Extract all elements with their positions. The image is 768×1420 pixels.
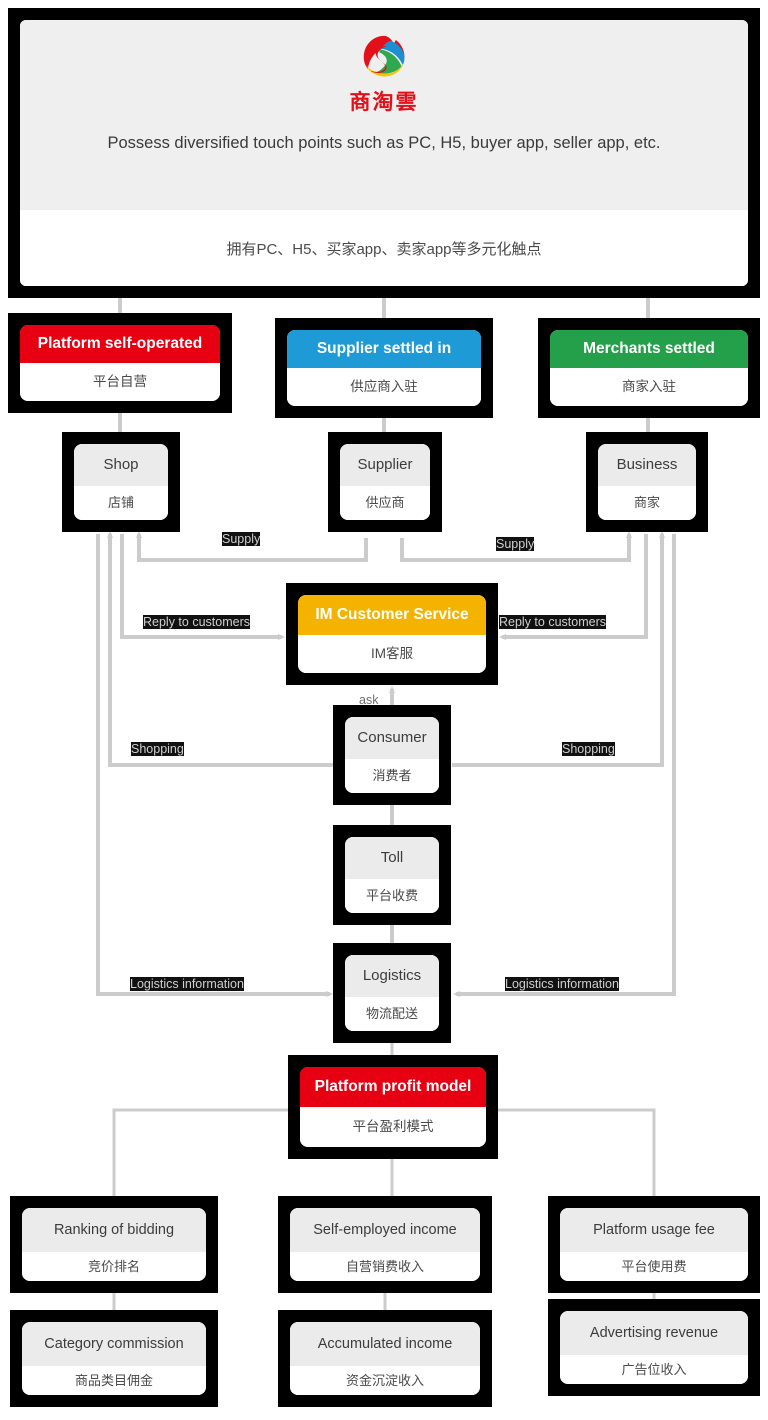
edge-label-shopping-right: Shopping (562, 742, 615, 756)
platform-banner: 商淘雲 Possess diversified touch points suc… (8, 8, 760, 298)
edge-label-supply-right: Supply (496, 537, 535, 551)
node-advertising-revenue[interactable]: Advertising revenue 广告位收入 (548, 1299, 760, 1396)
node-category-commission[interactable]: Category commission 商品类目佣金 (10, 1310, 218, 1407)
node-subtitle: 供应商 (340, 486, 430, 520)
node-subtitle: 商家入驻 (550, 368, 748, 406)
card: Platform self-operated 平台自营 (20, 325, 220, 401)
edge-label-reply-right: Reply to customers (499, 615, 606, 629)
node-title: Accumulated income (290, 1322, 480, 1366)
node-platform-self-operated[interactable]: Platform self-operated 平台自营 (8, 313, 232, 413)
card: Logistics 物流配送 (345, 955, 439, 1031)
node-title: IM Customer Service (298, 595, 486, 635)
node-im-customer-service[interactable]: IM Customer Service IM客服 (286, 583, 498, 685)
node-subtitle: 店铺 (74, 486, 168, 520)
node-title: Platform profit model (300, 1067, 486, 1107)
card: Toll 平台收费 (345, 837, 439, 913)
node-title: Advertising revenue (560, 1311, 748, 1355)
node-title: Platform usage fee (560, 1208, 748, 1252)
node-business[interactable]: Business 商家 (586, 432, 708, 532)
node-platform-usage-fee[interactable]: Platform usage fee 平台使用费 (548, 1196, 760, 1293)
card: Consumer 消费者 (345, 717, 439, 793)
brand-name: 商淘雲 (349, 90, 419, 114)
edge-label-supply-left: Supply (222, 532, 261, 546)
node-merchants-settled[interactable]: Merchants settled 商家入驻 (538, 318, 760, 418)
node-supplier[interactable]: Supplier 供应商 (328, 432, 442, 532)
node-platform-profit-model[interactable]: Platform profit model 平台盈利模式 (288, 1055, 498, 1159)
banner-upper: 商淘雲 Possess diversified touch points suc… (20, 20, 748, 210)
banner-card: 商淘雲 Possess diversified touch points suc… (20, 20, 748, 286)
card: Supplier settled in 供应商入驻 (287, 330, 481, 406)
node-subtitle: 供应商入驻 (287, 368, 481, 406)
node-subtitle: 平台盈利模式 (300, 1107, 486, 1147)
node-toll[interactable]: Toll 平台收费 (333, 825, 451, 925)
edge-label-logistics-left: Logistics information (130, 977, 244, 991)
node-subtitle: 自营销费收入 (290, 1252, 480, 1281)
shangtaoyun-logo-icon (363, 35, 405, 77)
banner-english-text: Possess diversified touch points such as… (107, 134, 661, 152)
node-supplier-settled-in[interactable]: Supplier settled in 供应商入驻 (275, 318, 493, 418)
node-subtitle: 消费者 (345, 759, 439, 793)
node-ranking-of-bidding[interactable]: Ranking of bidding 竞价排名 (10, 1196, 218, 1293)
card: Business 商家 (598, 444, 696, 520)
node-title: Ranking of bidding (22, 1208, 206, 1252)
node-title: Category commission (22, 1322, 206, 1366)
node-subtitle: 广告位收入 (560, 1355, 748, 1384)
node-title: Business (598, 444, 696, 486)
card: IM Customer Service IM客服 (298, 595, 486, 673)
banner-lower: 拥有PC、H5、买家app、卖家app等多元化触点 (20, 210, 748, 286)
node-title: Supplier settled in (287, 330, 481, 368)
node-self-employed-income[interactable]: Self-employed income 自营销费收入 (278, 1196, 492, 1293)
node-subtitle: IM客服 (298, 635, 486, 673)
node-subtitle: 物流配送 (345, 997, 439, 1031)
card: Platform profit model 平台盈利模式 (300, 1067, 486, 1147)
node-title: Logistics (345, 955, 439, 997)
node-title: Self-employed income (290, 1208, 480, 1252)
node-subtitle: 竞价排名 (22, 1252, 206, 1281)
banner-chinese-text: 拥有PC、H5、买家app、卖家app等多元化触点 (226, 240, 542, 258)
edge-label-logistics-right: Logistics information (505, 977, 619, 991)
card: Platform usage fee 平台使用费 (560, 1208, 748, 1281)
node-logistics[interactable]: Logistics 物流配送 (333, 943, 451, 1043)
node-consumer[interactable]: Consumer 消费者 (333, 705, 451, 805)
card: Advertising revenue 广告位收入 (560, 1311, 748, 1384)
node-subtitle: 资金沉淀收入 (290, 1366, 480, 1395)
card: Supplier 供应商 (340, 444, 430, 520)
card: Category commission 商品类目佣金 (22, 1322, 206, 1395)
node-title: Toll (345, 837, 439, 879)
node-title: Supplier (340, 444, 430, 486)
edge-label-shopping-left: Shopping (131, 742, 184, 756)
node-title: Consumer (345, 717, 439, 759)
card: Merchants settled 商家入驻 (550, 330, 748, 406)
edge-label-ask: ask (359, 693, 379, 707)
card: Self-employed income 自营销费收入 (290, 1208, 480, 1281)
card: Ranking of bidding 竞价排名 (22, 1208, 206, 1281)
node-subtitle: 平台自营 (20, 363, 220, 401)
node-subtitle: 商家 (598, 486, 696, 520)
card: Shop 店铺 (74, 444, 168, 520)
node-subtitle: 商品类目佣金 (22, 1366, 206, 1395)
card: Accumulated income 资金沉淀收入 (290, 1322, 480, 1395)
node-subtitle: 平台收费 (345, 879, 439, 913)
node-title: Merchants settled (550, 330, 748, 368)
node-shop[interactable]: Shop 店铺 (62, 432, 180, 532)
edge-label-reply-left: Reply to customers (143, 615, 250, 629)
node-title: Platform self-operated (20, 325, 220, 363)
node-title: Shop (74, 444, 168, 486)
node-subtitle: 平台使用费 (560, 1252, 748, 1281)
node-accumulated-income[interactable]: Accumulated income 资金沉淀收入 (278, 1310, 492, 1407)
